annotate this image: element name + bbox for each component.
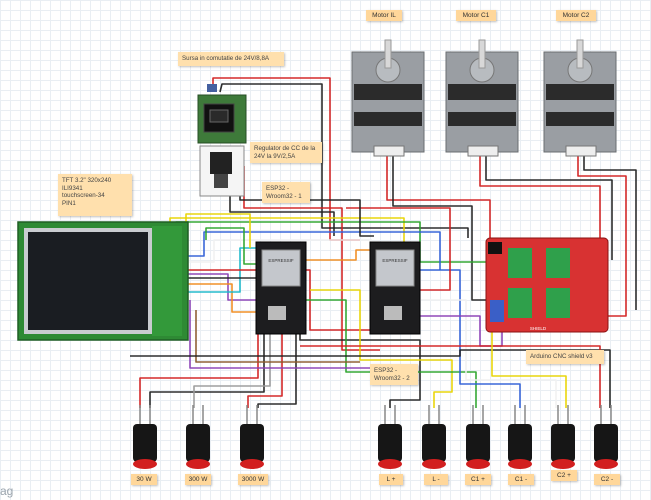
button-label: L + bbox=[379, 474, 403, 485]
button-body bbox=[378, 424, 402, 462]
button-cap bbox=[378, 459, 402, 469]
motor-band bbox=[448, 84, 516, 100]
push-button bbox=[466, 405, 490, 469]
esp-chip-label: ESPRESSIF bbox=[268, 258, 294, 263]
motor-shaft bbox=[384, 39, 392, 69]
button-body bbox=[186, 424, 210, 462]
wire-yellow bbox=[185, 213, 251, 248]
button-body bbox=[422, 424, 446, 462]
wire-orange bbox=[306, 249, 370, 261]
esp-chip-label: ESPRESSIF bbox=[382, 258, 408, 263]
wire-orange bbox=[188, 283, 258, 313]
push-button bbox=[508, 405, 532, 469]
watermark-text: ag bbox=[0, 484, 14, 498]
motor-label: Motor C1 bbox=[456, 10, 496, 21]
wire-red bbox=[300, 345, 601, 408]
tft-display bbox=[17, 221, 189, 341]
wire-gray bbox=[193, 334, 271, 408]
button-label: C1 + bbox=[465, 474, 491, 485]
motor-connector bbox=[373, 145, 405, 157]
esp32-2-note: ESP32 - Wroom32 - 2 bbox=[370, 364, 418, 385]
motor-connector bbox=[565, 145, 597, 157]
wire-blue bbox=[420, 269, 521, 408]
motor-band bbox=[354, 112, 422, 126]
button-label: 30 W bbox=[131, 474, 157, 485]
power-supply-board bbox=[197, 84, 247, 144]
button-cap bbox=[240, 459, 264, 469]
push-button bbox=[422, 405, 446, 469]
button-label: 300 W bbox=[185, 474, 211, 485]
button-label: L - bbox=[424, 474, 448, 485]
push-button bbox=[378, 405, 402, 469]
power-supply-note: Sursa in comutatie de 24V/8,8A bbox=[178, 52, 284, 66]
button-cap bbox=[594, 459, 618, 469]
button-cap bbox=[551, 459, 575, 469]
wire-white bbox=[420, 299, 557, 408]
button-body bbox=[240, 424, 264, 462]
push-button bbox=[594, 405, 618, 469]
wire-red bbox=[139, 330, 259, 408]
stepper-motor bbox=[351, 39, 425, 157]
stepper-motor bbox=[543, 39, 617, 157]
motor-band bbox=[448, 112, 516, 126]
wire-black bbox=[130, 349, 611, 408]
push-button bbox=[133, 405, 157, 469]
motor-label: Motor IL bbox=[366, 10, 402, 21]
wire-purple bbox=[188, 273, 258, 301]
wire-black bbox=[485, 156, 613, 260]
wire-white bbox=[188, 239, 372, 263]
esp32-1-note: ESP32 - Wroom32 - 1 bbox=[262, 182, 310, 203]
button-body bbox=[551, 424, 575, 462]
wire-green bbox=[205, 227, 258, 265]
wire-black bbox=[257, 334, 297, 408]
stepper-motors bbox=[351, 39, 617, 157]
button-cap bbox=[186, 459, 210, 469]
push-button bbox=[551, 405, 575, 469]
wire-red bbox=[479, 156, 601, 240]
wire-black bbox=[229, 196, 335, 236]
wire-red bbox=[386, 156, 491, 244]
cnc-shield: SHIELD bbox=[485, 237, 609, 333]
button-cap bbox=[508, 459, 532, 469]
button-body bbox=[594, 424, 618, 462]
wire-red bbox=[346, 207, 451, 291]
button-body bbox=[508, 424, 532, 462]
dc-regulator bbox=[199, 145, 245, 197]
wire-black bbox=[583, 156, 637, 310]
wire-yellow bbox=[310, 289, 453, 408]
wire-red bbox=[247, 334, 283, 408]
button-cap bbox=[422, 459, 446, 469]
button-label: C1 - bbox=[508, 474, 534, 485]
button-cap bbox=[133, 459, 157, 469]
tft-note: TFT 3.2" 320x240 ILI9341 touchscreen-34 … bbox=[58, 174, 132, 216]
shield-silk-label: SHIELD bbox=[530, 326, 547, 331]
button-label: C2 + bbox=[551, 470, 577, 481]
motor-band bbox=[546, 84, 614, 100]
button-body bbox=[466, 424, 490, 462]
wire-red bbox=[577, 156, 627, 317]
button-cap bbox=[466, 459, 490, 469]
push-button bbox=[240, 405, 264, 469]
motor-shaft bbox=[478, 39, 486, 69]
push-button bbox=[186, 405, 210, 469]
regulator-note: Regulator de CC de la 24V la 9V/2,5A bbox=[250, 142, 322, 163]
button-body bbox=[133, 424, 157, 462]
wire-brown bbox=[195, 310, 360, 363]
motor-connector bbox=[467, 145, 499, 157]
motor-band bbox=[354, 84, 422, 100]
esp32-board-1: ESPRESSIF bbox=[255, 241, 307, 335]
esp32-board-2: ESPRESSIF bbox=[369, 241, 421, 335]
cnc-shield-note: Arduino CNC shield v3 bbox=[526, 350, 604, 364]
wire-blue bbox=[182, 231, 441, 270]
wire-black bbox=[219, 83, 469, 238]
button-label: 3000 W bbox=[238, 474, 268, 485]
stepper-motor bbox=[445, 39, 519, 157]
wire-black bbox=[149, 334, 265, 408]
motor-shaft bbox=[576, 39, 584, 69]
push-buttons bbox=[133, 405, 618, 469]
motor-band bbox=[546, 112, 614, 126]
button-label: C2 - bbox=[594, 474, 620, 485]
motor-label: Motor C2 bbox=[556, 10, 596, 21]
